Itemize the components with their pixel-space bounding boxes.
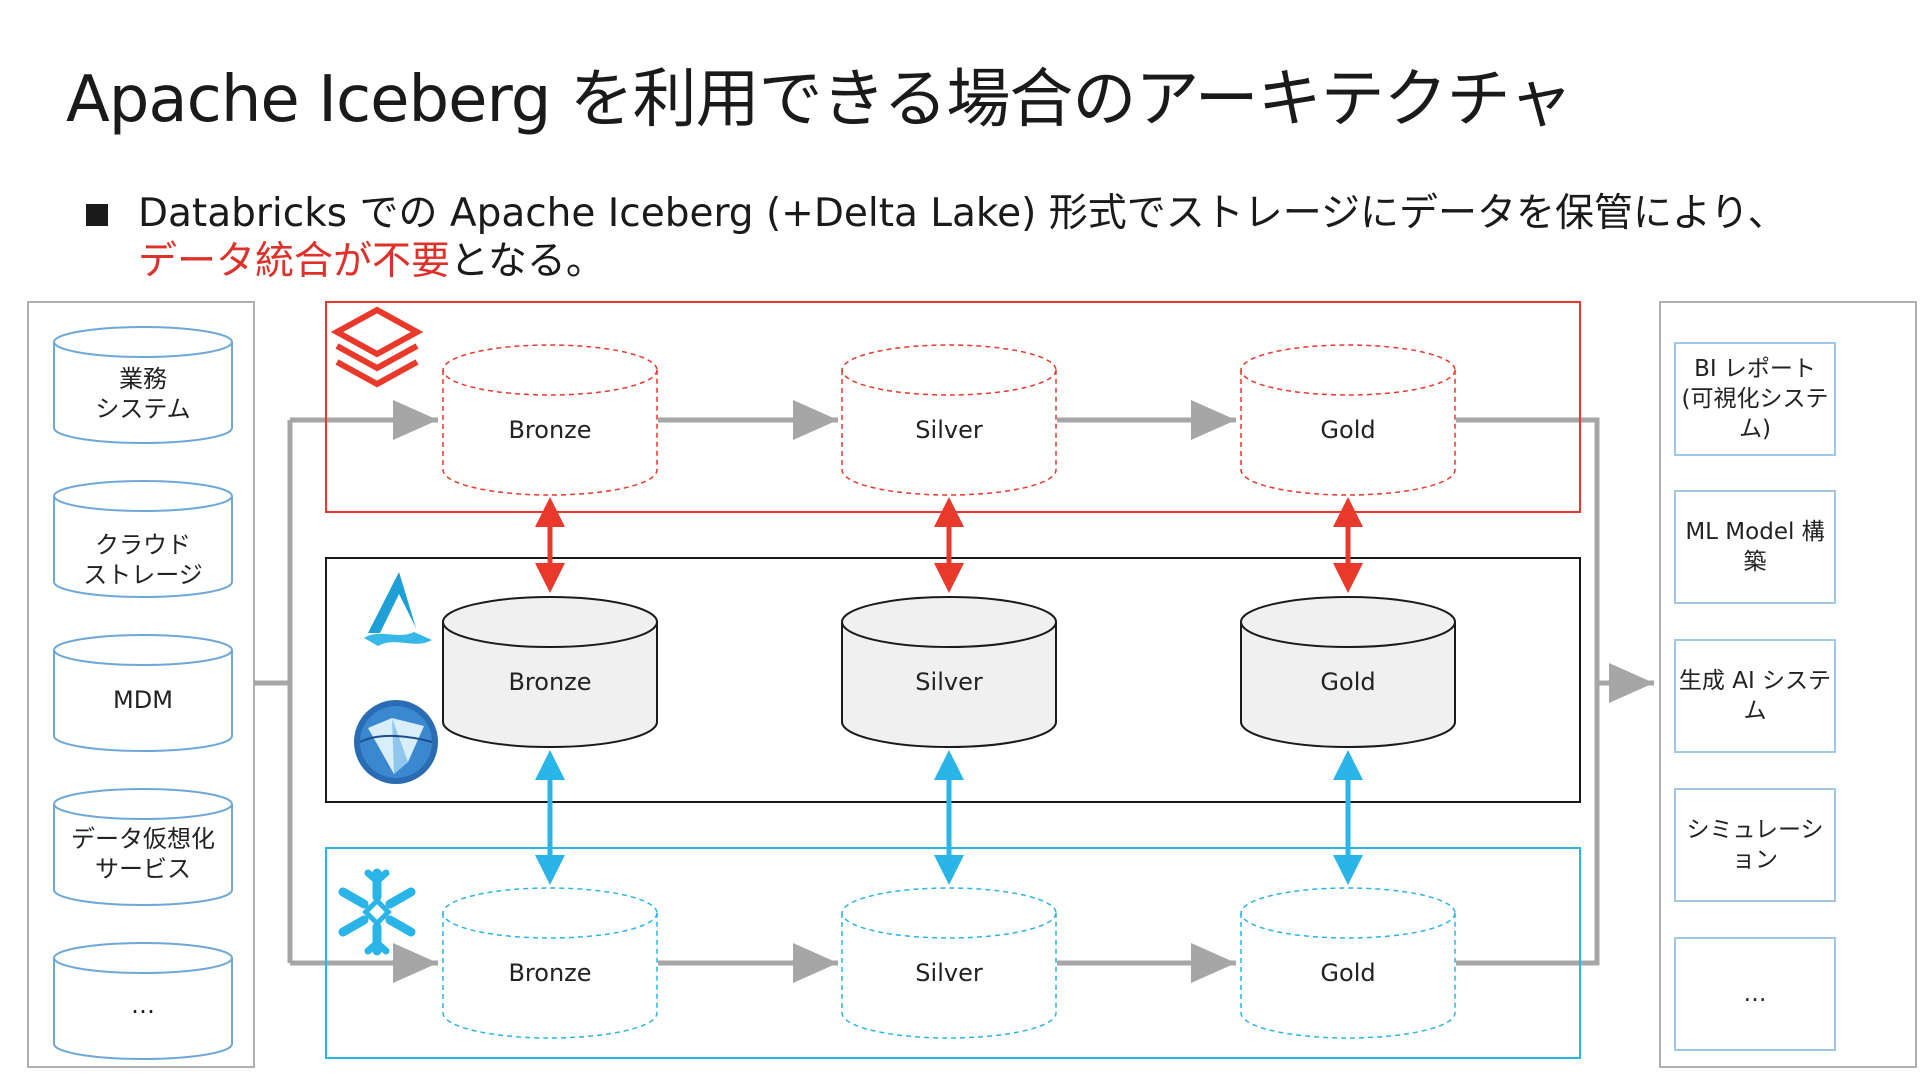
output-simulation: シミュレーション — [1674, 788, 1836, 902]
output-ml-model: ML Model 構築 — [1674, 490, 1836, 604]
databricks-cylinders — [442, 344, 1456, 496]
ingest-flow-lines — [254, 400, 438, 983]
snowflake-logo-icon — [338, 868, 416, 956]
bullet-highlight: データ統合が不要 — [138, 239, 451, 284]
iceberg-bronze-cylinder — [442, 596, 658, 748]
iceberg-gold-label: Gold — [1320, 668, 1376, 696]
output-more: … — [1674, 937, 1836, 1051]
source-cylinders — [53, 326, 233, 1060]
iceberg-bronze-label: Bronze — [508, 668, 592, 696]
iceberg-snowflake-arrows — [535, 750, 1363, 885]
bullet-line-2: データ統合が不要となる。 — [138, 238, 605, 286]
databricks-gold-cylinder — [1240, 344, 1456, 496]
bullet-square-icon — [86, 204, 108, 226]
snowflake-gold-cylinder — [1240, 887, 1456, 1039]
databricks-bronze-cylinder — [442, 344, 658, 496]
source-label-4: データ仮想化 サービス — [71, 825, 215, 883]
source-cylinder-3 — [53, 634, 233, 752]
databricks-iceberg-arrows — [535, 497, 1363, 593]
serve-flow-lines — [1456, 417, 1654, 966]
source-cylinder-1 — [53, 326, 233, 444]
bullet-line-2-rest: となる。 — [450, 239, 605, 284]
source-label-3: MDM — [113, 686, 173, 714]
iceberg-cylinders — [442, 596, 1456, 748]
iceberg-silver-label: Silver — [915, 668, 983, 696]
snowflake-bronze-label: Bronze — [508, 959, 592, 987]
source-cylinder-5 — [53, 942, 233, 1060]
source-label-2: クラウド ストレージ — [83, 531, 203, 589]
databricks-silver-label: Silver — [915, 416, 983, 444]
databricks-silver-cylinder — [841, 344, 1057, 496]
source-label-1: 業務 システム — [95, 365, 191, 423]
databricks-gold-label: Gold — [1320, 416, 1376, 444]
output-bi-report: BI レポート (可視化システム) — [1674, 342, 1836, 456]
databricks-bronze-label: Bronze — [508, 416, 592, 444]
iceberg-gold-cylinder — [1240, 596, 1456, 748]
page-title: Apache Iceberg を利用できる場合のアーキテクチャ — [66, 63, 1573, 137]
azure-data-lake-icon — [364, 572, 432, 646]
snowflake-silver-cylinder — [841, 887, 1057, 1039]
bullet-line-1: Databricks での Apache Iceberg (+Delta Lak… — [138, 191, 1787, 236]
databricks-logo-icon — [330, 306, 424, 388]
output-genai-system: 生成 AI システム — [1674, 639, 1836, 753]
snowflake-cylinders — [442, 887, 1456, 1039]
source-cylinder-2 — [53, 480, 233, 598]
source-label-5: … — [131, 991, 155, 1019]
snowflake-silver-label: Silver — [915, 959, 983, 987]
snowflake-bronze-cylinder — [442, 887, 658, 1039]
medallion-flow-lines — [658, 400, 1236, 983]
snowflake-gold-label: Gold — [1320, 959, 1376, 987]
apache-iceberg-icon — [354, 700, 438, 784]
iceberg-silver-cylinder — [841, 596, 1057, 748]
source-cylinder-4 — [53, 788, 233, 906]
